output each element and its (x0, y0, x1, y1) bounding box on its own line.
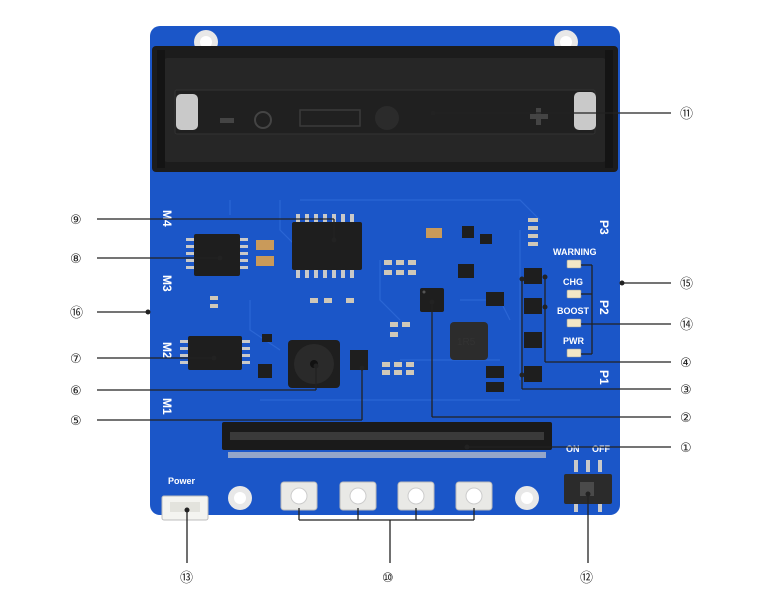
silk-m2: M2 (160, 342, 174, 359)
rgb-led-1 (280, 481, 318, 511)
inductor-label: 1R5 (457, 337, 476, 348)
callout-10: ⑩ (382, 571, 394, 586)
silk-m1: M1 (160, 398, 174, 415)
chip-8 (186, 234, 248, 276)
callout-1: ① (680, 441, 692, 456)
power-switch (564, 460, 612, 512)
power-connector (161, 495, 209, 521)
callout-15: ⑮ (680, 277, 693, 292)
battery-holder (152, 46, 618, 172)
silk-p2: P2 (597, 300, 611, 315)
callout-6: ⑥ (70, 384, 82, 399)
silk-p1: P1 (597, 370, 611, 385)
mounting-hole-br (515, 486, 539, 510)
callout-9: ⑨ (70, 213, 82, 228)
silk-warning: WARNING (553, 247, 597, 257)
callout-3: ③ (680, 383, 692, 398)
silk-power: Power (168, 476, 196, 486)
callouts: ⑪ ⑨ ⑧ ⑯ ⑦ ⑥ ⑤ ⑮ ⑭ ④ ③ ② ① ⑬ ⑩ ⑫ (70, 107, 693, 586)
callout-7: ⑦ (70, 352, 82, 367)
silk-p3: P3 (597, 220, 611, 235)
silk-pwr: PWR (563, 336, 584, 346)
callout-2: ② (680, 411, 692, 426)
callout-16: ⑯ (70, 306, 83, 321)
mounting-hole-bl (228, 486, 252, 510)
callout-13: ⑬ (180, 571, 193, 586)
edge-connector (222, 422, 552, 458)
silk-boost: BOOST (557, 306, 590, 316)
callout-5: ⑤ (70, 414, 82, 429)
silk-off: OFF (592, 444, 610, 454)
status-leds (566, 259, 582, 358)
callout-14: ⑭ (680, 318, 693, 333)
chip-7 (180, 336, 250, 370)
inductor: 1R5 (450, 322, 488, 360)
silk-chg: CHG (563, 277, 583, 287)
callout-4: ④ (680, 356, 692, 371)
buzzer-6 (288, 340, 340, 388)
callout-8: ⑧ (70, 252, 82, 267)
callout-11: ⑪ (680, 107, 693, 122)
chip-9 (292, 214, 362, 278)
leader-lines (97, 110, 671, 563)
callout-12: ⑫ (580, 571, 593, 586)
chip-5 (350, 350, 368, 370)
silk-m3: M3 (160, 275, 174, 292)
rgb-led-3 (397, 481, 435, 511)
silk-on: ON (566, 444, 580, 454)
rgb-led-2 (339, 481, 377, 511)
rgb-leds (280, 481, 493, 511)
smd-components (210, 218, 542, 392)
rgb-led-4 (455, 481, 493, 511)
